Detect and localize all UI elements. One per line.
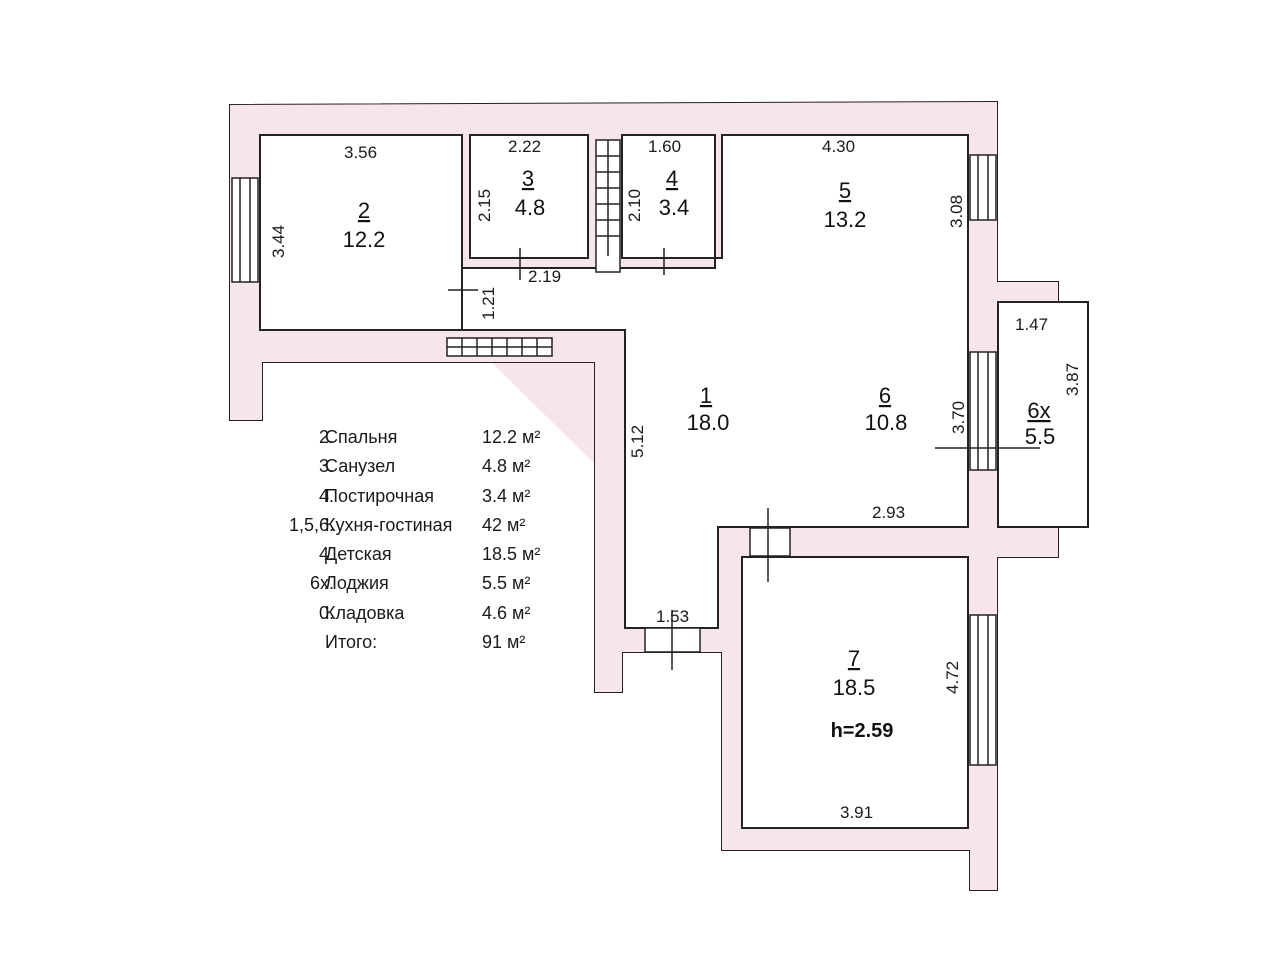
legend-area: 18.5 м² — [482, 544, 541, 565]
space-loggia — [997, 301, 1089, 528]
dim-3-70: 3.70 — [949, 401, 968, 434]
legend-number: 0. — [318, 602, 334, 623]
legend-room-name: Лоджия — [325, 573, 389, 594]
dim-1-60: 1.60 — [648, 137, 681, 156]
dimension-labels: 3.56 2.22 1.60 4.30 3.44 2.15 2.10 3.08 … — [269, 137, 1082, 822]
room-3-area: 4.8 — [515, 195, 546, 220]
ceiling-height-label: h=2.59 — [831, 720, 894, 742]
room-6x-number: 6х — [1027, 398, 1050, 423]
window-living — [969, 351, 997, 471]
legend-number: 3. — [318, 456, 334, 477]
legend-row: 1,5,6.Кухня-гостиная 42 м² — [262, 514, 582, 543]
openings — [448, 248, 1040, 670]
room-6-area: 10.8 — [865, 410, 908, 435]
legend-row: 6х.Лоджия 5.5 м² — [262, 572, 582, 601]
dim-2-93: 2.93 — [872, 503, 905, 522]
room-4-area: 3.4 — [659, 195, 690, 220]
legend-area: 91 м² — [482, 632, 526, 653]
legend-row: Итого: 91 м² — [262, 631, 582, 660]
legend-row: 3.Санузел 4.8 м² — [262, 455, 582, 484]
dim-4-30: 4.30 — [822, 137, 855, 156]
legend-room-name: Итого: — [325, 632, 378, 653]
dim-3-08: 3.08 — [947, 195, 966, 228]
dim-1-21: 1.21 — [479, 287, 498, 320]
room-5-number: 5 — [839, 178, 851, 203]
legend-number: 4. — [318, 485, 334, 506]
dim-1-47: 1.47 — [1015, 315, 1048, 334]
legend-row: 4.Детская 18.5 м² — [262, 543, 582, 572]
room-7-number: 7 — [848, 646, 860, 671]
room-7-area: 18.5 — [833, 675, 876, 700]
legend-number: 2. — [318, 427, 334, 447]
legend-row: 0.Кладовка 4.6 м² — [262, 602, 582, 631]
room-1-area: 18.0 — [687, 410, 730, 435]
dim-1-53: 1.53 — [656, 607, 689, 626]
dim-2-15: 2.15 — [475, 189, 494, 222]
legend-area: 42 м² — [482, 514, 526, 535]
door-childroom — [749, 527, 791, 557]
dim-2-10: 2.10 — [625, 189, 644, 222]
legend-area: 4.6 м² — [482, 602, 531, 623]
dim-3-87: 3.87 — [1063, 363, 1082, 396]
dim-3-44: 3.44 — [269, 225, 288, 258]
room-3-number: 3 — [522, 166, 534, 191]
legend-room-name: Кухня-гостиная — [325, 514, 453, 535]
shafts — [446, 139, 621, 357]
room-2-number: 2 — [358, 198, 370, 223]
space-living — [461, 134, 969, 629]
dim-4-72: 4.72 — [943, 661, 962, 694]
room-spaces — [259, 134, 1089, 829]
legend-area: 12.2 м² — [482, 427, 541, 447]
legend-room-name: Детская — [325, 544, 392, 565]
room-6-number: 6 — [879, 383, 891, 408]
legend-room-name: Спальня — [325, 427, 398, 447]
room-5-area: 13.2 — [824, 207, 867, 232]
dim-2-22: 2.22 — [508, 137, 541, 156]
legend-room-name: Кладовка — [325, 602, 405, 623]
legend-area: 5.5 м² — [482, 573, 531, 594]
legend-area: 3.4 м² — [482, 485, 531, 506]
room-6x-area: 5.5 — [1025, 424, 1056, 449]
room-1-number: 1 — [700, 383, 712, 408]
legend-row: 2.Спальня 12.2 м² — [262, 426, 582, 455]
room-4-number: 4 — [666, 166, 678, 191]
dim-2-19: 2.19 — [528, 267, 561, 286]
dim-3-56: 3.56 — [344, 143, 377, 162]
legend-number: 4. — [318, 544, 334, 565]
space-bathroom — [469, 134, 589, 259]
window-kitchen — [969, 154, 997, 221]
dim-5-12: 5.12 — [628, 425, 647, 458]
room-2-area: 12.2 — [343, 227, 386, 252]
legend-number: 1,5,6. — [288, 514, 334, 535]
space-childroom — [741, 556, 969, 829]
legend-number: 6х. — [309, 573, 334, 594]
legend-room-name: Санузел — [325, 456, 396, 477]
legend-area: 4.8 м² — [482, 456, 531, 477]
window-bedroom — [231, 177, 259, 283]
legend-row: 4.Постирочная 3.4 м² — [262, 485, 582, 514]
room-labels: 2 12.2 3 4.8 4 3.4 5 13.2 1 18.0 6 10.8 … — [343, 166, 1056, 742]
windows — [231, 154, 997, 766]
window-childroom — [969, 614, 997, 766]
dim-3-91: 3.91 — [840, 803, 873, 822]
legend-room-name: Постирочная — [325, 485, 434, 506]
